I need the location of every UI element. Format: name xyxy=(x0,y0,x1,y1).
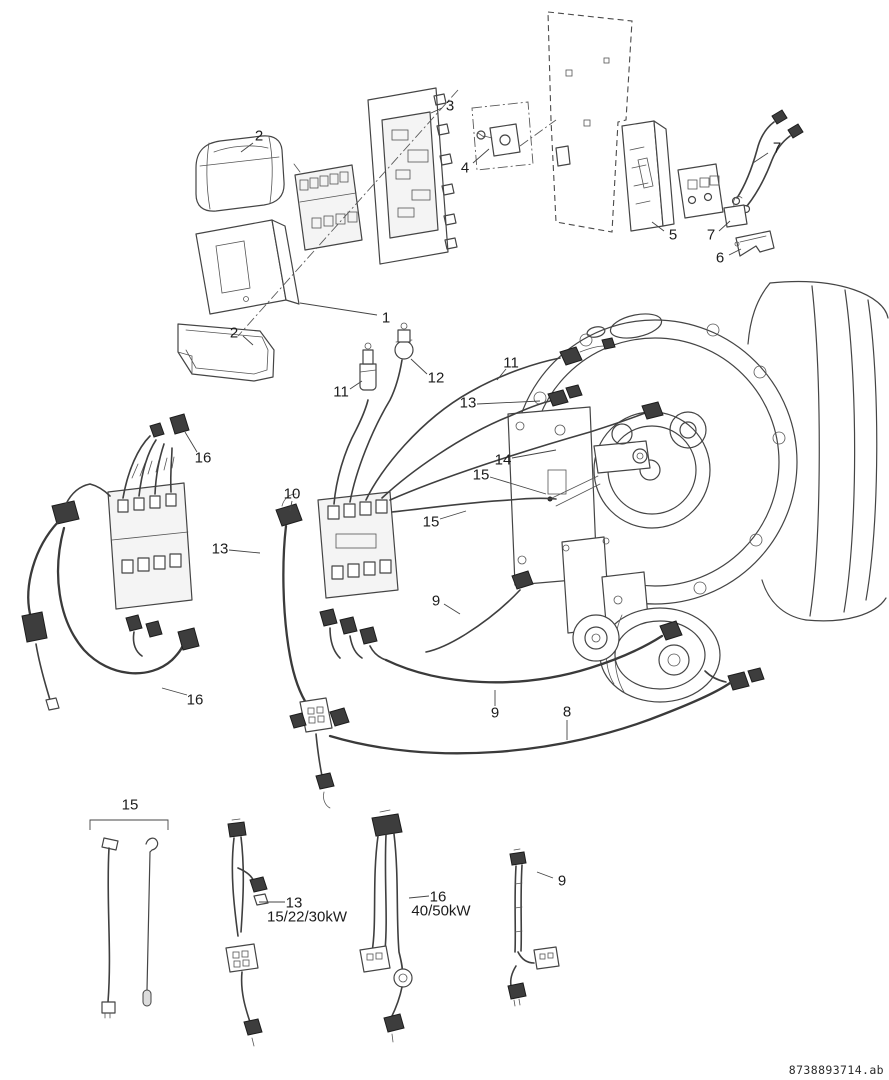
callout-14: 14 xyxy=(494,451,512,469)
bottom-harness-9 xyxy=(507,848,560,1007)
callout-16-bottom: 16 xyxy=(429,888,447,906)
control-unit-assembly xyxy=(177,87,458,382)
sensor-cables-top xyxy=(333,322,664,513)
callout-12: 12 xyxy=(427,369,445,387)
callout-9-bottom: 9 xyxy=(557,872,567,890)
callout-11-left: 11 xyxy=(333,383,349,401)
callout-13-mid: 13 xyxy=(211,540,229,558)
callout-2-cover: 2 xyxy=(254,127,264,145)
callout-11-right: 11 xyxy=(503,354,519,372)
callout-15-mid: 15 xyxy=(422,513,440,531)
callout-9-mid: 9 xyxy=(490,704,500,722)
wiring-harness-left-16 xyxy=(21,413,200,711)
callout-13-upper: 13 xyxy=(459,394,477,412)
callout-7-lower: 7 xyxy=(706,226,716,244)
wiring-harness-center xyxy=(275,491,399,809)
figure-reference-number: 8738893714.ab xyxy=(788,1063,884,1077)
callout-6: 6 xyxy=(715,249,725,267)
bottom-harness-13 xyxy=(225,818,269,1047)
leader-lines xyxy=(161,107,769,903)
callout-1: 1 xyxy=(381,309,391,327)
cables-part7-part6 xyxy=(723,109,804,257)
callout-3: 3 xyxy=(445,97,455,115)
ignition-unit-part4 xyxy=(471,101,534,171)
bottom-harness-15 xyxy=(89,819,169,1019)
callout-5: 5 xyxy=(668,226,678,244)
label-40-50kw: 40/50kW xyxy=(411,902,471,920)
callout-13-bottom: 13 xyxy=(285,894,303,912)
mounting-panel xyxy=(547,11,633,233)
bracket-part5 xyxy=(621,120,724,232)
callout-10: 10 xyxy=(283,485,301,503)
callout-15-bottom: 15 xyxy=(121,796,139,814)
boiler-shell xyxy=(747,281,889,622)
burner-assembly xyxy=(561,536,765,703)
callout-4: 4 xyxy=(460,159,470,177)
long-cables-8-9 xyxy=(328,570,732,755)
callout-16-upper: 16 xyxy=(194,449,212,467)
callout-15-upper: 15 xyxy=(472,466,490,484)
label-15-22-30kw: 15/22/30kW xyxy=(266,908,348,926)
assembly-axis-lines xyxy=(237,89,557,337)
callout-2-tray: 2 xyxy=(229,324,239,342)
bottom-harness-16 xyxy=(359,809,413,1043)
callout-16-lower: 16 xyxy=(186,691,204,709)
callout-9-upper: 9 xyxy=(431,592,441,610)
callout-7-upper: 7 xyxy=(772,139,782,157)
callout-8: 8 xyxy=(562,703,572,721)
